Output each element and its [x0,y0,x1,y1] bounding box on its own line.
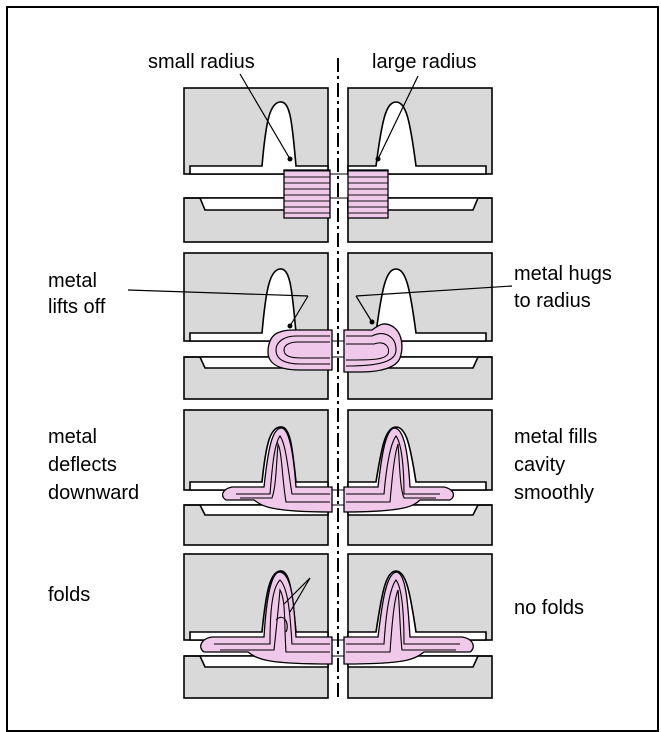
label-metal-hugs-line1: metal hugs [514,263,612,285]
row2-stage [128,253,512,399]
upper-die-right [348,554,492,640]
label-fills-line1: metal fills [514,426,597,448]
upper-die-right [348,253,492,341]
label-deflects-line3: downward [48,482,139,504]
upper-die-left [184,410,328,490]
label-metal-lifts-line1: metal [48,270,97,292]
label-folds: folds [48,584,90,606]
label-small-radius: small radius [148,51,255,73]
label-metal-hugs-line2: to radius [514,290,591,312]
label-deflects-line2: deflects [48,454,117,476]
label-deflects-line1: metal [48,426,97,448]
billet-right [348,170,388,218]
upper-die-right [348,88,492,174]
label-fills-line3: smoothly [514,482,594,504]
label-fills-line2: cavity [514,454,565,476]
label-metal-lifts-line2: lifts off [48,296,106,318]
upper-die-right [348,410,492,490]
upper-die-left [184,554,328,640]
upper-die-left [184,253,328,341]
label-large-radius: large radius [372,51,477,73]
label-no-folds: no folds [514,597,584,619]
billet-left [284,170,330,218]
